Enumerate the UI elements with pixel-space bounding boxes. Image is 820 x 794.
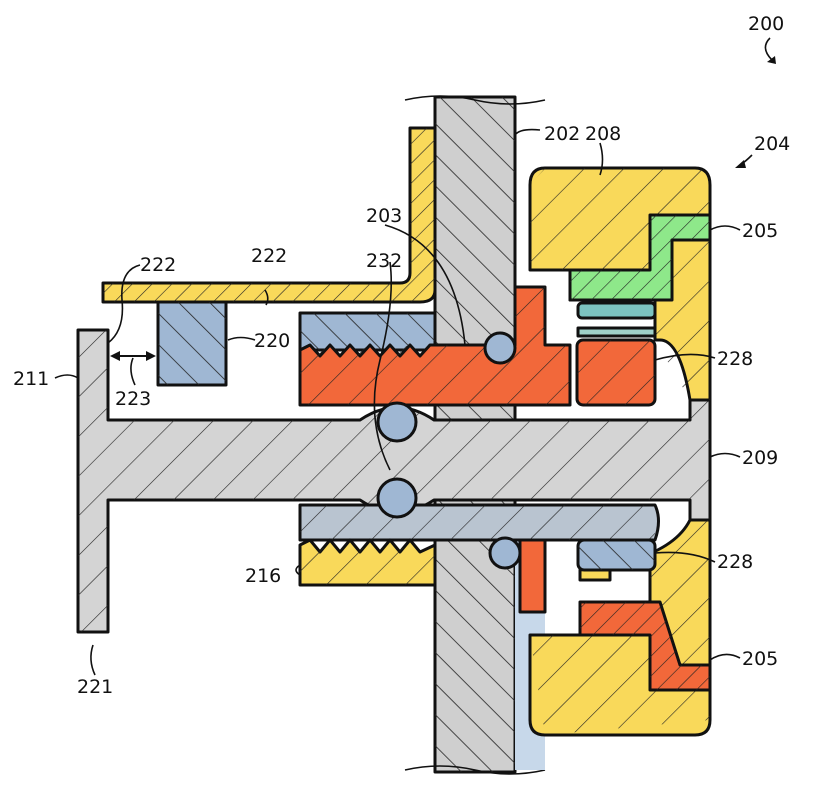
- seal-228-lower: [576, 538, 657, 572]
- label-211: 211: [13, 368, 49, 390]
- ring-205-upper: [568, 213, 712, 302]
- label-232: 232: [366, 250, 402, 272]
- label-204: 204: [754, 133, 790, 155]
- label-223: 223: [115, 388, 151, 410]
- thin-washer: [576, 326, 657, 338]
- label-222-left: 222: [140, 254, 176, 276]
- label-221: 221: [77, 676, 113, 698]
- label-202: 202: [544, 123, 580, 145]
- label-205-upper: 205: [742, 220, 778, 242]
- teal-washer: [576, 301, 657, 320]
- label-216: 216: [245, 565, 281, 587]
- label-203: 203: [366, 205, 402, 227]
- bracket-222: [101, 126, 437, 304]
- label-209: 209: [742, 447, 778, 469]
- orange-nut: [298, 285, 572, 407]
- label-208: 208: [585, 123, 621, 145]
- label-228-lower: 228: [717, 551, 753, 573]
- label-228-upper: 228: [717, 348, 753, 370]
- nut-216: [298, 538, 437, 587]
- label-222-mid: 222: [251, 245, 287, 267]
- label-220: 220: [254, 330, 290, 352]
- seal-228-upper: [575, 338, 657, 407]
- ring-205-lower: [578, 600, 712, 692]
- o-rings: [376, 331, 522, 570]
- label-figure-200: 200: [748, 13, 784, 35]
- upper-thread-sleeve: [298, 311, 437, 352]
- lower-sleeve: [298, 503, 660, 542]
- label-205-lower: 205: [742, 648, 778, 670]
- leader-lines: [54, 37, 776, 676]
- gap-arrow-223: [110, 351, 156, 361]
- block-220: [156, 300, 228, 387]
- orange-lower-flange: [518, 538, 547, 614]
